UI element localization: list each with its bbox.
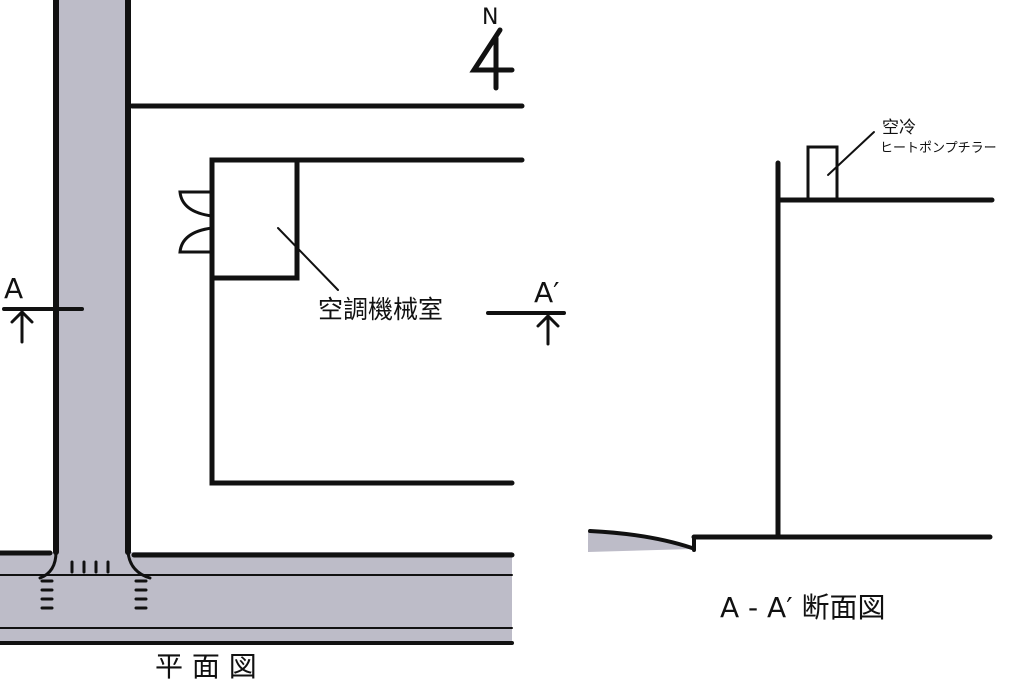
- room-leader-line: [277, 227, 339, 291]
- junction-curve-left: [38, 550, 58, 580]
- section-mark-a-prime: A′: [486, 276, 566, 346]
- section-view: 空冷 ヒートポンプチラー A - A′ 断面図: [588, 118, 997, 624]
- section-mark-a-prime-label: A′: [534, 276, 560, 309]
- crosswalk-marks: [40, 560, 148, 610]
- rooftop-chiller: [806, 145, 839, 202]
- building-outline: [209, 157, 525, 486]
- machine-room: [209, 157, 300, 281]
- vertical-road: [55, 0, 128, 560]
- north-arrow: N: [469, 5, 515, 91]
- section-road-edge: [588, 529, 694, 550]
- north-arrow-glyph: [469, 27, 515, 91]
- plan-view: 空調機械室 A A′ N 平 面 図: [0, 0, 566, 682]
- door-swing-lower: [178, 226, 214, 254]
- chiller-leader-line: [827, 131, 875, 176]
- section-mark-a-label: A: [4, 272, 23, 305]
- chiller-label-line2: ヒートポンプチラー: [880, 141, 997, 156]
- north-arrow-label: N: [482, 5, 498, 30]
- plan-caption: 平 面 図: [155, 650, 257, 682]
- chiller-label-line1: 空冷: [882, 118, 916, 138]
- section-road: [588, 532, 692, 552]
- section-mark-a: A: [2, 272, 84, 344]
- section-caption: A - A′ 断面図: [720, 591, 885, 624]
- horizontal-road: [0, 552, 512, 644]
- door-swing-upper: [178, 190, 214, 218]
- room-label: 空調機械室: [318, 295, 443, 324]
- junction-curve-right: [126, 550, 152, 580]
